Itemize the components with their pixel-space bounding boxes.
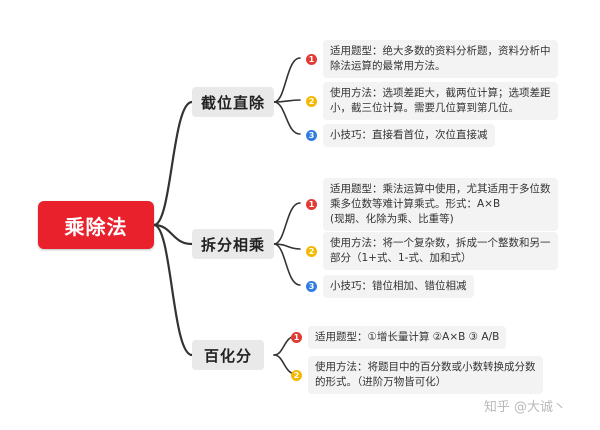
leaf-line: 适用题型：绝大多数的资料分析题，资料分析中 [330,45,551,57]
number-badge-icon: 3 [306,281,317,292]
link-root-branch-3 [152,223,194,357]
leaf-text-box: 使用方法：将一个复杂数，拆成一个整数和另一 部分（1+式、1-式、加和式） [323,232,558,270]
leaf-node[interactable]: 3 小技巧：错位相加、错位相减 [306,275,474,298]
leaf-text-box: 使用方法：选项差距大，截两位计算；选项差距 小，截三位计算。需要几位算到第几位。 [323,82,558,120]
leaf-line: 适用题型：①增长量计算 ②A×B ③ A/B [315,331,500,343]
leaf-line: 使用方法：将一个复杂数，拆成一个整数和另一 [330,237,551,249]
number-badge-icon: 1 [291,332,302,343]
leaf-line: 小技巧：直接看首位，次位直接减 [330,129,488,141]
branch-label: 百化分 [203,346,252,365]
leaf-node[interactable]: 3 小技巧：直接看首位，次位直接减 [306,124,495,147]
leaf-text-box: 使用方法：将题目中的百分数或小数转换成分数 的形式。（进阶万物皆可化） [308,356,543,394]
branch-label: 拆分相乘 [200,235,265,254]
link-b2-leaf-3 [273,243,301,286]
number-badge-icon: 1 [306,53,317,65]
watermark: 知乎 @大诚丶 [483,400,566,415]
leaf-node[interactable]: 1 适用题型：①增长量计算 ②A×B ③ A/B [291,326,507,349]
link-b2-leaf-2 [273,243,301,250]
link-b1-leaf-1 [273,57,301,103]
leaf-line: 小技巧：错位相加、错位相减 [330,280,467,292]
leaf-node[interactable]: 1 适用题型：乘法运算中使用，尤其适用于多位数 乘多位数等难计算乘式。形式：A×… [306,178,558,231]
leaf-line: 小，截三位计算。需要几位算到第几位。 [330,102,519,114]
leaf-node[interactable]: 2 使用方法：将一个复杂数，拆成一个整数和另一 部分（1+式、1-式、加和式） [306,232,558,270]
leaf-line: 部分（1+式、1-式、加和式） [330,252,472,264]
number-badge-icon: 2 [306,95,317,107]
leaf-line: (现期、化除为乘、比重等) [330,213,454,225]
leaf-line: 使用方法：选项差距大，截两位计算；选项差距 [330,87,551,99]
branch-node-1[interactable]: 截位直除 [192,87,274,117]
root-node[interactable]: 乘除法 [38,201,154,249]
leaf-node[interactable]: 2 使用方法：选项差距大，截两位计算；选项差距 小，截三位计算。需要几位算到第几… [306,82,558,120]
number-badge-icon: 2 [291,369,302,381]
number-badge-icon: 1 [306,199,317,210]
leaf-text-box: 适用题型：乘法运算中使用，尤其适用于多位数 乘多位数等难计算乘式。形式：A×B … [323,178,558,231]
leaf-line: 乘多位数等难计算乘式。形式：A×B [330,198,501,210]
leaf-text-box: 适用题型：绝大多数的资料分析题，资料分析中 除法运算的最常用方法。 [323,40,558,78]
leaf-text-box: 小技巧：错位相加、错位相减 [323,275,474,298]
leaf-text-box: 小技巧：直接看首位，次位直接减 [323,124,495,147]
root-label: 乘除法 [64,214,128,239]
link-b1-leaf-3 [273,101,301,135]
link-root-branch-2 [152,223,194,246]
leaf-node[interactable]: 1 适用题型：绝大多数的资料分析题，资料分析中 除法运算的最常用方法。 [306,40,558,78]
leaf-node[interactable]: 2 使用方法：将题目中的百分数或小数转换成分数 的形式。（进阶万物皆可化） [291,356,543,394]
number-badge-icon: 3 [306,130,317,141]
branch-node-3[interactable]: 百化分 [192,340,264,370]
leaf-line: 使用方法：将题目中的百分数或小数转换成分数 [315,361,536,373]
link-b1-leaf-2 [273,99,301,103]
link-root-branch-1 [152,100,194,227]
link-b2-leaf-1 [273,202,301,245]
leaf-line: 除法运算的最常用方法。 [330,60,446,72]
leaf-line: 的形式。（进阶万物皆可化） [315,376,447,388]
leaf-text-box: 适用题型：①增长量计算 ②A×B ③ A/B [308,326,507,349]
number-badge-icon: 2 [306,245,317,257]
branch-node-2[interactable]: 拆分相乘 [192,229,274,259]
branch-label: 截位直除 [200,93,265,112]
leaf-line: 适用题型：乘法运算中使用，尤其适用于多位数 [330,183,551,195]
